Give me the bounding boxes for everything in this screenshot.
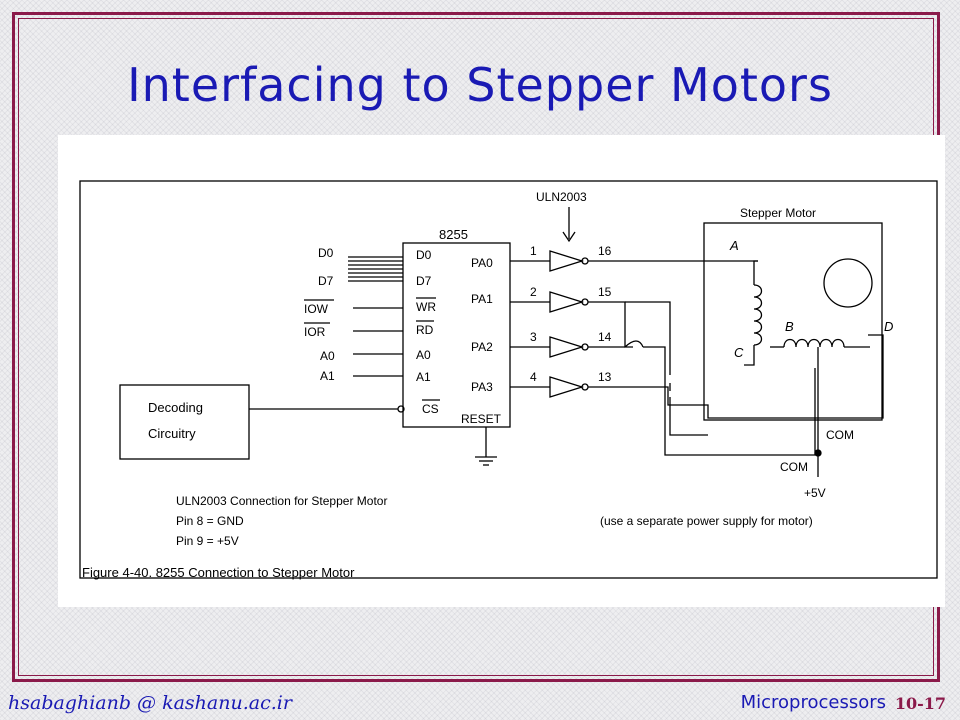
pin-a0: A0 — [416, 348, 431, 362]
driver-in-3: 3 — [530, 330, 537, 344]
pin-cs: CS — [422, 402, 439, 416]
pin-a1: A1 — [416, 370, 431, 384]
footer-course: Microprocessors — [740, 692, 886, 713]
bus-d0: D0 — [318, 246, 334, 260]
driver-in-1: 1 — [530, 244, 537, 258]
coil-label-c: C — [734, 345, 744, 360]
supply-note: (use a separate power supply for motor) — [600, 514, 813, 528]
bus-a0: A0 — [320, 349, 335, 363]
bus-iow: IOW — [304, 302, 329, 316]
pin-pa3: PA3 — [471, 380, 493, 394]
pin-d7: D7 — [416, 274, 432, 288]
figure-caption: Figure 4-40. 8255 Connection to Stepper … — [82, 565, 355, 580]
pin-reset: RESET — [461, 412, 502, 426]
pin-wr: WR — [416, 300, 436, 314]
footer-email: hsabaghianb @ kashanu.ac.ir — [8, 692, 292, 714]
decoder-label-1: Decoding — [148, 400, 203, 415]
driver-out-14: 14 — [598, 330, 612, 344]
note-line-3: Pin 9 = +5V — [176, 534, 239, 548]
decoder-label-2: Circuitry — [148, 426, 196, 441]
coil-label-a: A — [729, 238, 739, 253]
pin-pa2: PA2 — [471, 340, 493, 354]
driver-out-16: 16 — [598, 244, 612, 258]
coil-label-d: D — [884, 319, 893, 334]
driver-in-2: 2 — [530, 285, 537, 299]
driver-output-wires — [588, 260, 884, 456]
circuit-diagram: 8255 D0 D7 WR RD A0 A1 CS PA0 PA1 PA2 PA… — [79, 180, 938, 580]
driver-out-13: 13 — [598, 370, 612, 384]
bus-d7: D7 — [318, 274, 334, 288]
coil-bd-icon — [770, 338, 870, 348]
driver-buffers — [510, 250, 589, 398]
coil-ac-icon — [744, 260, 763, 366]
supply-label: +5V — [804, 486, 826, 500]
driver-in-4: 4 — [530, 370, 537, 384]
com-label-1: COM — [826, 428, 854, 442]
pin-rd: RD — [416, 323, 434, 337]
uln2003-label: ULN2003 — [536, 190, 587, 204]
chip-8255-name: 8255 — [439, 227, 468, 242]
ground-icon — [475, 456, 497, 466]
pin-d0: D0 — [416, 248, 432, 262]
bus-ior: IOR — [304, 325, 326, 339]
com-label-2: COM — [780, 460, 808, 474]
chip-8255 — [402, 242, 511, 428]
pin-pa0: PA0 — [471, 256, 493, 270]
pin-pa1: PA1 — [471, 292, 493, 306]
note-line-1: ULN2003 Connection for Stepper Motor — [176, 494, 387, 508]
note-line-2: Pin 8 = GND — [176, 514, 244, 528]
uln2003-arrow-head — [562, 231, 576, 243]
driver-out-15: 15 — [598, 285, 612, 299]
bus-a1: A1 — [320, 369, 335, 383]
stepper-motor-box — [703, 222, 883, 421]
footer-page-number: 10-17 — [894, 694, 946, 713]
slide-title: Interfacing to Stepper Motors — [127, 58, 833, 112]
rotor-icon — [823, 258, 873, 308]
data-bus-lines — [348, 256, 403, 282]
stepper-motor-title: Stepper Motor — [740, 206, 816, 220]
decoding-circuitry-box — [119, 384, 250, 460]
circuit-figure: 8255 D0 D7 WR RD A0 A1 CS PA0 PA1 PA2 PA… — [58, 135, 945, 607]
figure-border — [79, 180, 938, 579]
coil-label-b: B — [785, 319, 794, 334]
cs-bubble — [397, 405, 405, 413]
